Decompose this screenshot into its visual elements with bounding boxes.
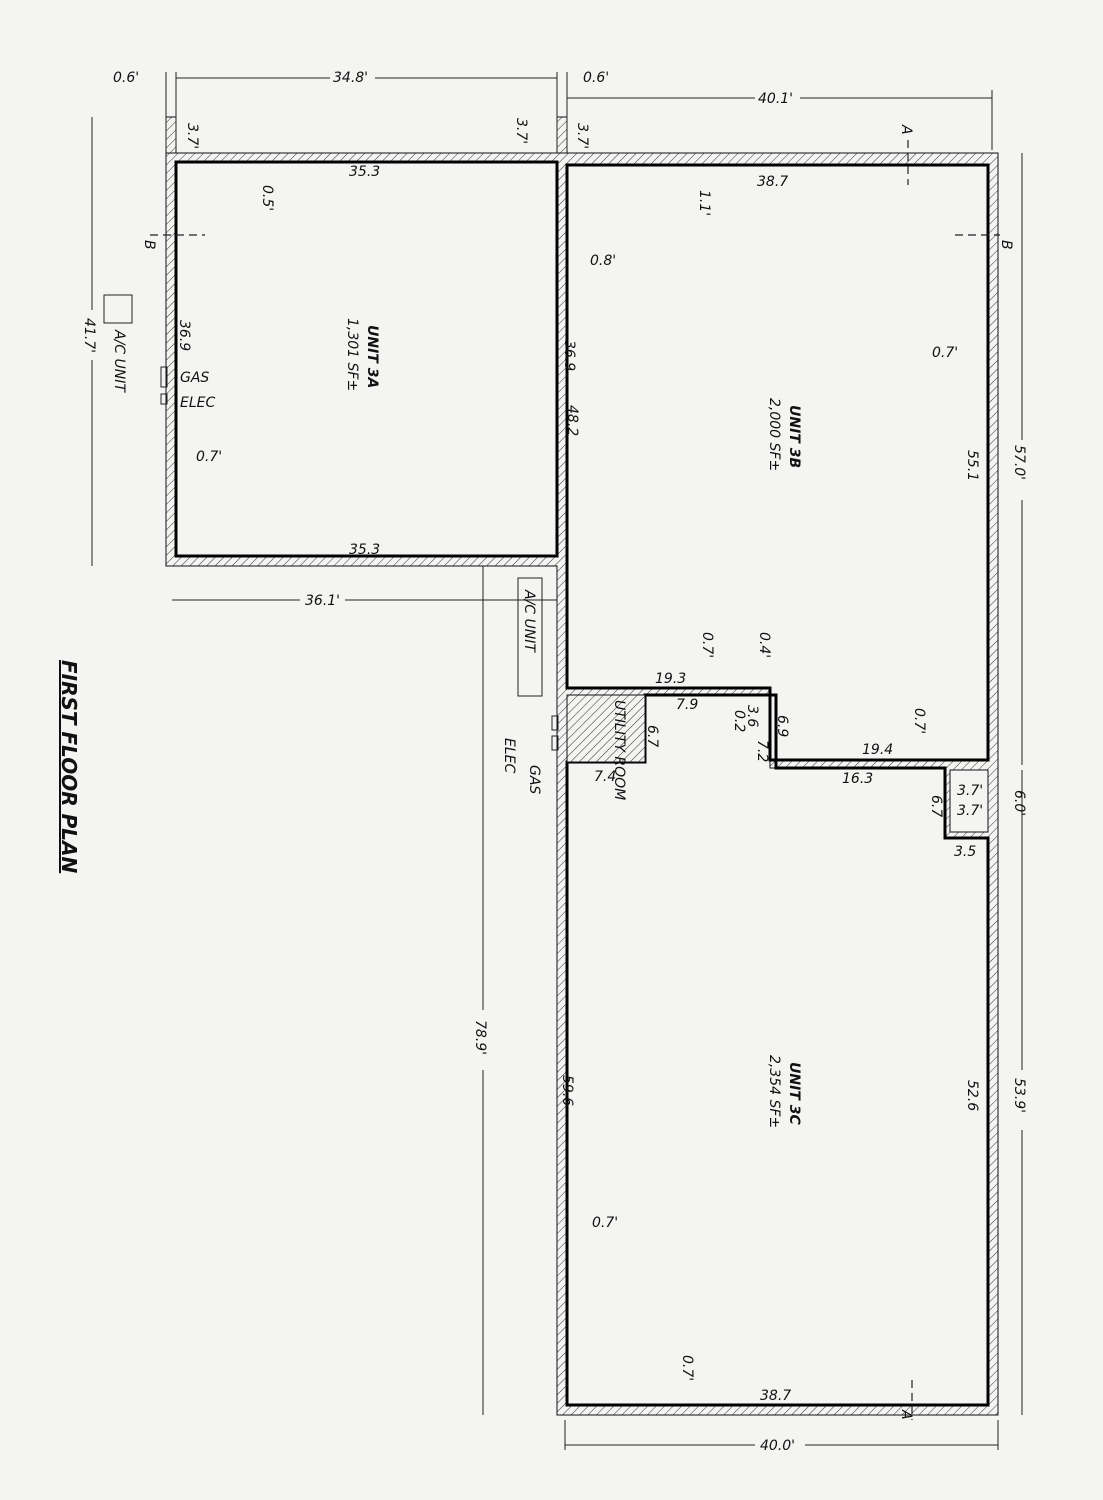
walls	[165, 116, 999, 1416]
dim-label: 0.5'	[259, 185, 275, 211]
dim-label: 40.1'	[758, 91, 793, 107]
unit-3b-name: UNIT 3B	[786, 405, 802, 468]
dim-label: 40.0'	[760, 1438, 795, 1454]
dim-label: 53.9'	[1011, 1078, 1027, 1113]
dim-label: 0.7'	[932, 345, 958, 361]
dim-label: 16.3	[842, 771, 873, 787]
plan-title: FIRST FLOOR PLAN	[57, 660, 81, 873]
dim-label: 57.0'	[1011, 445, 1027, 480]
dim-label: 38.7	[757, 174, 788, 190]
dim-label: 7.9	[676, 697, 698, 713]
dim-label: 41.7'	[81, 318, 97, 353]
dim-label: 0.7'	[592, 1215, 618, 1231]
dim-label: 59.6	[559, 1075, 575, 1106]
dim-label: 3.7'	[513, 118, 529, 144]
dim-label: 7.2	[754, 740, 770, 762]
dim-label: 19.3	[655, 671, 686, 687]
dim-label: 52.6	[964, 1080, 980, 1111]
section-marker-a: A	[898, 124, 914, 135]
dim-label: 3.7'	[184, 123, 200, 149]
dim-label: 55.1	[964, 450, 980, 481]
dim-label: 0.7'	[911, 708, 927, 734]
dim-label: 34.8'	[333, 70, 368, 86]
elec-meter	[160, 393, 168, 405]
section-lines	[150, 140, 1000, 1420]
section-marker-b: B	[141, 240, 157, 250]
elec-label: ELEC	[180, 395, 215, 411]
utility-room	[566, 694, 646, 763]
elec-meter	[551, 735, 559, 751]
dim-label: 6.7	[928, 795, 944, 817]
dim-label: 3.7'	[957, 803, 983, 819]
dim-label: 48.2	[564, 405, 580, 436]
wall-stub	[165, 116, 177, 154]
dim-label: 1.1'	[696, 190, 712, 216]
dim-label: 0.6'	[113, 70, 139, 86]
ac-unit-label: A/C UNIT	[521, 589, 537, 653]
dim-label: 78.9'	[472, 1020, 488, 1055]
dim-label: 0.6'	[583, 70, 609, 86]
dim-label: 3.7'	[957, 783, 983, 799]
dim-label: 35.3	[349, 542, 380, 558]
dim-label: 3.5	[954, 844, 976, 860]
unit-3c-name: UNIT 3C	[786, 1062, 802, 1125]
dim-label: 6.9	[774, 715, 790, 737]
dim-label: 3.7'	[574, 123, 590, 149]
section-marker-a: A	[898, 1409, 914, 1420]
dim-label: 38.7	[760, 1388, 791, 1404]
gas-meter	[160, 366, 168, 388]
labels: FIRST FLOOR PLAN UNIT 3A 1,301 SF± UNIT …	[57, 70, 1027, 1454]
unit-3c-area: 2,354 SF±	[766, 1055, 782, 1128]
dim-label: 36.9	[176, 320, 192, 351]
gas-label: GAS	[526, 765, 542, 794]
dim-label: 6.0'	[1011, 790, 1027, 816]
section-marker-b: B	[998, 240, 1014, 250]
dim-label: 19.4	[862, 742, 893, 758]
dim-label: 7.4	[594, 769, 616, 785]
dim-label: 6.7	[644, 725, 660, 747]
dim-label: 0.8'	[590, 253, 616, 269]
utility-room-label: UTILITY ROOM	[611, 700, 627, 800]
dimension-lines	[91, 72, 1023, 1450]
unit-3a-area: 1,301 SF±	[344, 318, 360, 391]
dim-label: 3.6	[744, 705, 760, 727]
ac-unit-box	[103, 294, 133, 324]
wall-stub	[556, 116, 568, 154]
gas-label: GAS	[180, 370, 209, 386]
dim-label: 0.7'	[196, 449, 222, 465]
unit-3b-area: 2,000 SF±	[766, 398, 782, 471]
ac-unit-box	[517, 577, 543, 697]
dim-label: 36.9	[561, 340, 577, 371]
elec-label: ELEC	[501, 738, 517, 773]
ac-unit-label: A/C UNIT	[111, 329, 127, 393]
unit-3a-name: UNIT 3A	[364, 325, 380, 388]
dim-label: 0.4'	[756, 632, 772, 658]
dim-label: 0.2	[731, 710, 747, 732]
dim-label: 35.3	[349, 164, 380, 180]
dim-label: 36.1'	[305, 593, 340, 609]
dim-label: 0.7'	[699, 632, 715, 658]
dim-label: 0.7'	[679, 1355, 695, 1381]
gas-meter	[551, 715, 559, 731]
